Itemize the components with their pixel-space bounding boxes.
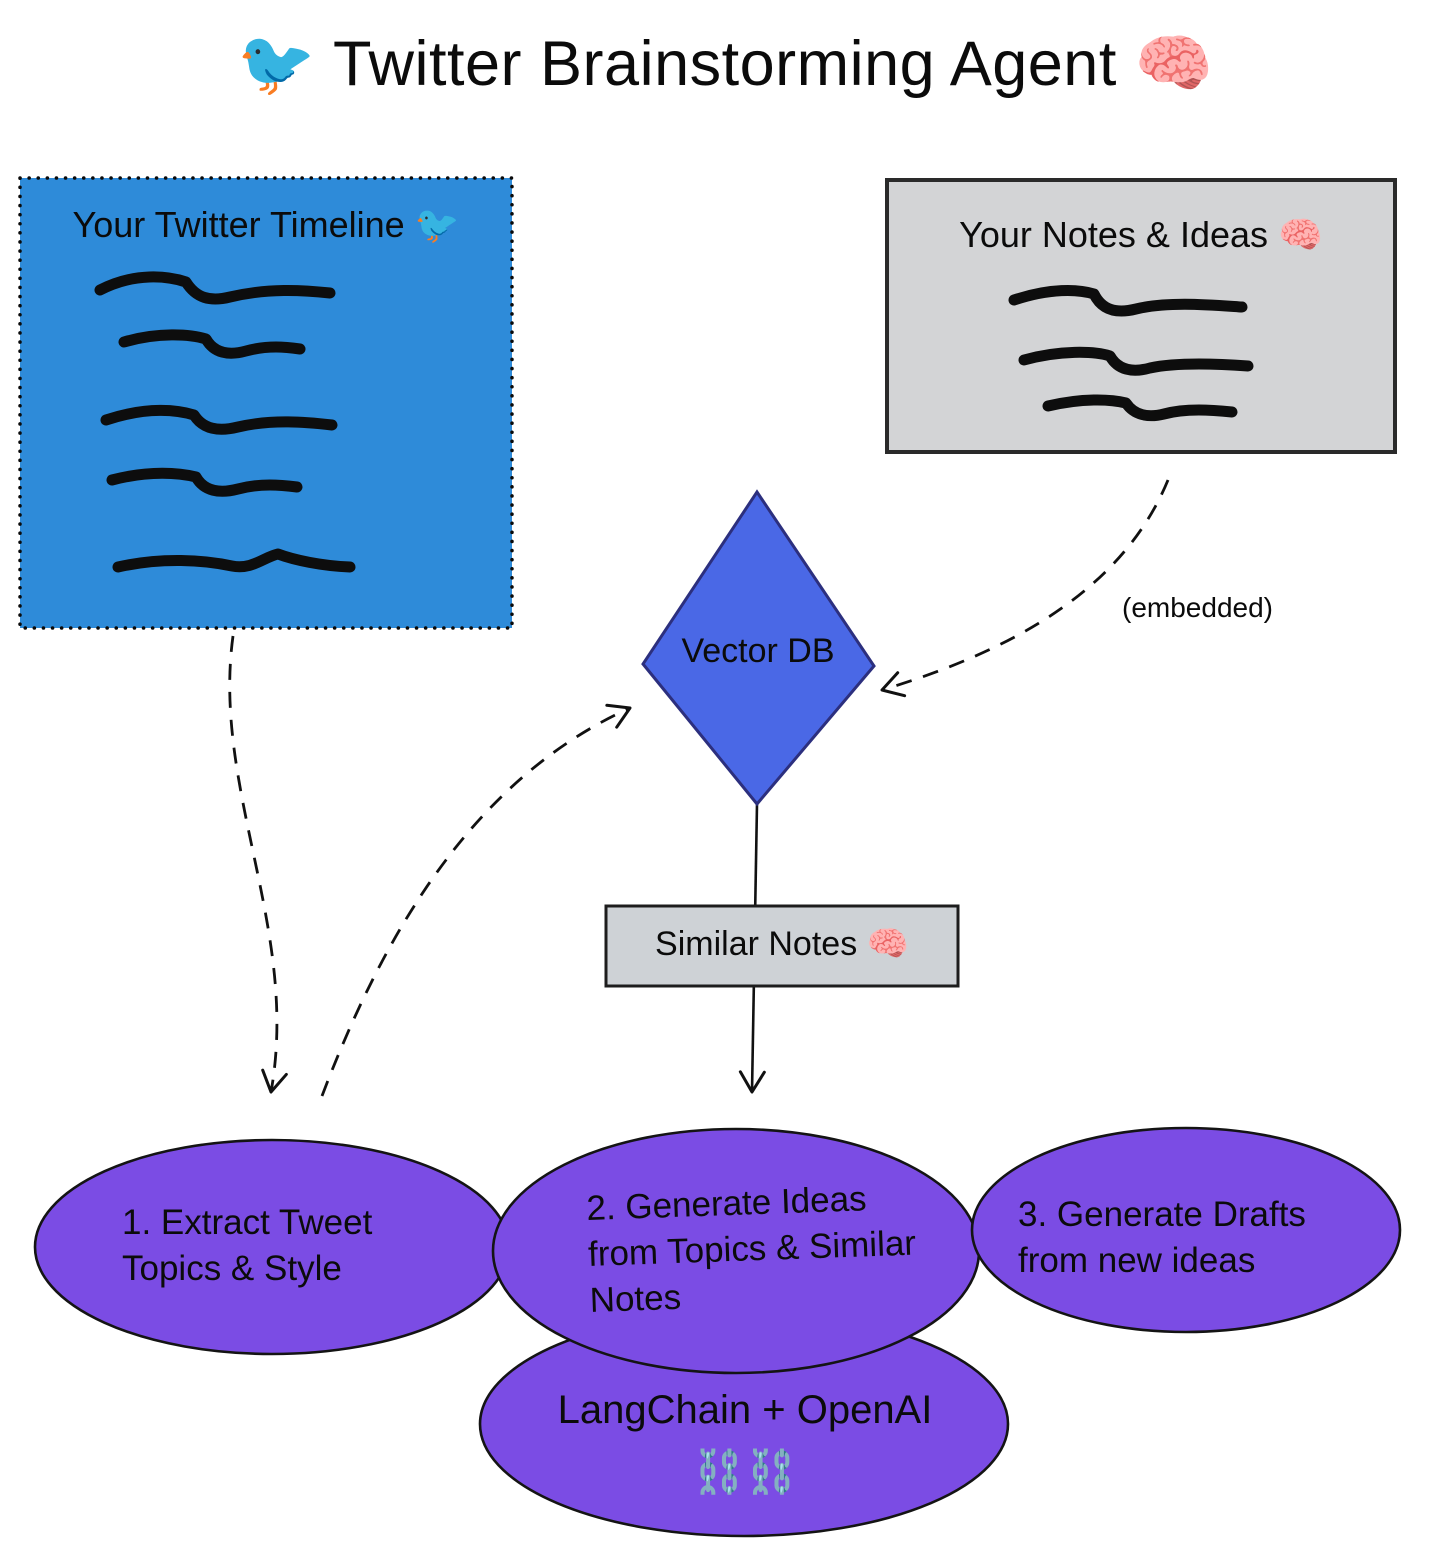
step1-to-vectordb-arrow (320, 703, 632, 1097)
notes-box-title: Your Notes & Ideas 🧠 (959, 214, 1323, 255)
timeline-scribbles (94, 271, 356, 573)
step3-label: 3. Generate Drafts from new ideas (1018, 1195, 1306, 1281)
timeline-box-title: Your Twitter Timeline 🐦 (72, 204, 460, 245)
notes-to-vectordb-arrow (880, 479, 1170, 698)
vector-db-diamond (641, 489, 876, 807)
step3-ellipse (970, 1126, 1402, 1334)
embedded-annotation: (embedded) (1122, 592, 1273, 623)
langchain-label: LangChain + OpenAI (557, 1388, 933, 1432)
step1-label: 1. Extract Tweet Topics & Style (122, 1203, 373, 1289)
chains-icon: ⛓️⛓️ (692, 1448, 798, 1495)
similar-notes-label: Similar Notes 🧠 (655, 925, 909, 963)
page-title: 🐦 Twitter Brainstorming Agent 🧠 (237, 29, 1214, 99)
timeline-to-step1-arrow (228, 635, 288, 1094)
vector-db-label: Vector DB (681, 632, 835, 670)
similar-notes-box (604, 904, 960, 988)
notes-box (885, 178, 1397, 454)
step2-label: 2. Generate Ideas from Topics & Similar … (585, 1179, 917, 1321)
notes-scribbles (1008, 284, 1254, 422)
